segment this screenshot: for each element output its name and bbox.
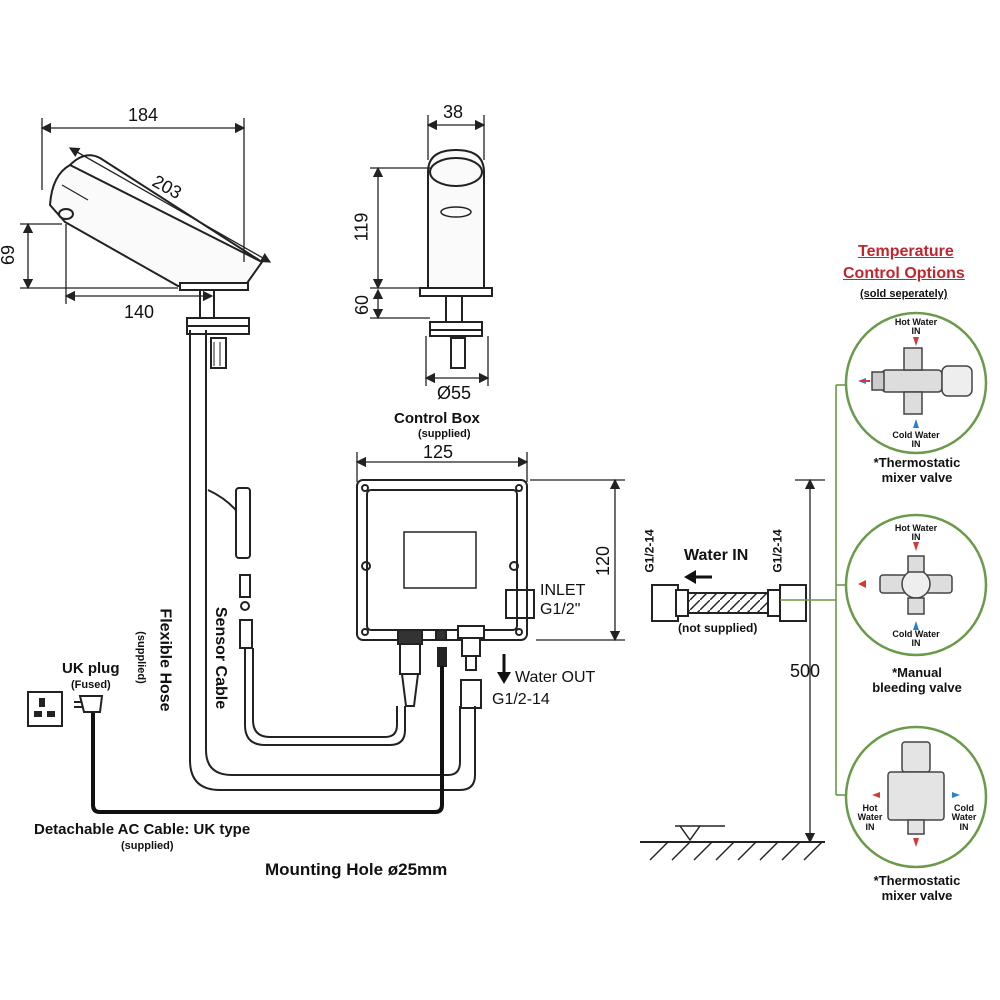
control-box-label: Control Box	[394, 410, 480, 427]
floor-line	[640, 825, 825, 861]
option-1-hot-label: Hot Water IN	[894, 317, 938, 337]
option-1-cold-label: Cold Water IN	[892, 430, 940, 450]
options-title-line2: Control Options	[843, 265, 965, 282]
option-2-cold-label: Cold Water IN	[892, 629, 940, 649]
install-height-dimension	[795, 478, 825, 844]
inlet-label: INLET	[540, 582, 586, 599]
water-in-label: Water IN	[684, 547, 749, 564]
thread-right-label: G1/2-14	[770, 529, 785, 573]
inlet-thread-label: G1/2"	[540, 601, 581, 618]
spout-length-dimension: 184	[128, 105, 159, 125]
option-2-hot-label: Hot Water IN	[894, 523, 938, 543]
uk-plug-drawing	[27, 691, 104, 727]
water-out-thread-label: G1/2-14	[492, 691, 550, 708]
spout-dimensions	[20, 118, 272, 304]
option-1-caption-1: *Thermostatic	[873, 455, 961, 470]
water-in-hose	[651, 584, 807, 622]
options-title-line1: Temperature	[858, 243, 954, 260]
uk-plug-sublabel: (Fused)	[71, 679, 111, 691]
flexible-hose-label: Flexible Hose	[156, 608, 174, 712]
option-3-caption-2: mixer valve	[881, 888, 953, 903]
option-circle-2	[844, 513, 988, 657]
control-box	[356, 479, 535, 641]
body-width-dimension: 38	[443, 102, 464, 122]
control-box-dimensions	[355, 452, 625, 642]
options-subtitle: (sold seperately)	[860, 288, 948, 300]
tap-front-dimensions	[370, 115, 490, 386]
ac-cable-sublabel: (supplied)	[121, 840, 174, 852]
body-height-dimension: 119	[351, 212, 372, 242]
thread-left-label: G1/2-14	[642, 529, 657, 573]
tap-front-view	[419, 148, 493, 369]
spout-height-dimension: 69	[0, 244, 19, 266]
option-3-cold-label: Cold Water IN	[951, 803, 977, 832]
option-1-caption-2: mixer valve	[881, 470, 953, 485]
water-in-sublabel: (not supplied)	[678, 621, 758, 635]
option-2-caption-2: bleeding valve	[872, 680, 962, 695]
install-height-dimension-label: 500	[790, 661, 821, 681]
flexible-hose-sublabel: (supplied)	[134, 631, 147, 684]
option-2-caption-1: *Manual	[892, 665, 942, 680]
uk-plug-label: UK plug	[62, 660, 120, 677]
option-3-caption-1: *Thermostatic	[873, 873, 961, 888]
shank-height-dimension: 60	[352, 294, 373, 316]
flexible-hose	[189, 330, 476, 791]
control-box-connectors	[397, 625, 485, 709]
control-box-sublabel: (supplied)	[418, 428, 471, 440]
water-in-arrow	[684, 570, 712, 584]
option-circle-3	[844, 725, 988, 869]
sensor-cable-label: Sensor Cable	[212, 606, 230, 710]
water-out-label: Water OUT	[515, 669, 596, 686]
box-width-dimension: 125	[423, 442, 454, 462]
sensor-cable	[207, 487, 406, 746]
option-3-hot-label: Hot Water IN	[857, 803, 883, 832]
mounting-hole-label: Mounting Hole ø25mm	[265, 860, 448, 879]
ac-cable-label: Detachable AC Cable: UK type	[34, 821, 251, 838]
ac-cable	[91, 666, 444, 814]
water-out-arrow	[497, 654, 511, 684]
shank-diameter-dimension: Ø55	[437, 383, 472, 403]
box-height-dimension: 120	[593, 545, 614, 577]
spout-reach-dimension: 140	[124, 302, 155, 322]
option-circle-1	[844, 311, 988, 455]
